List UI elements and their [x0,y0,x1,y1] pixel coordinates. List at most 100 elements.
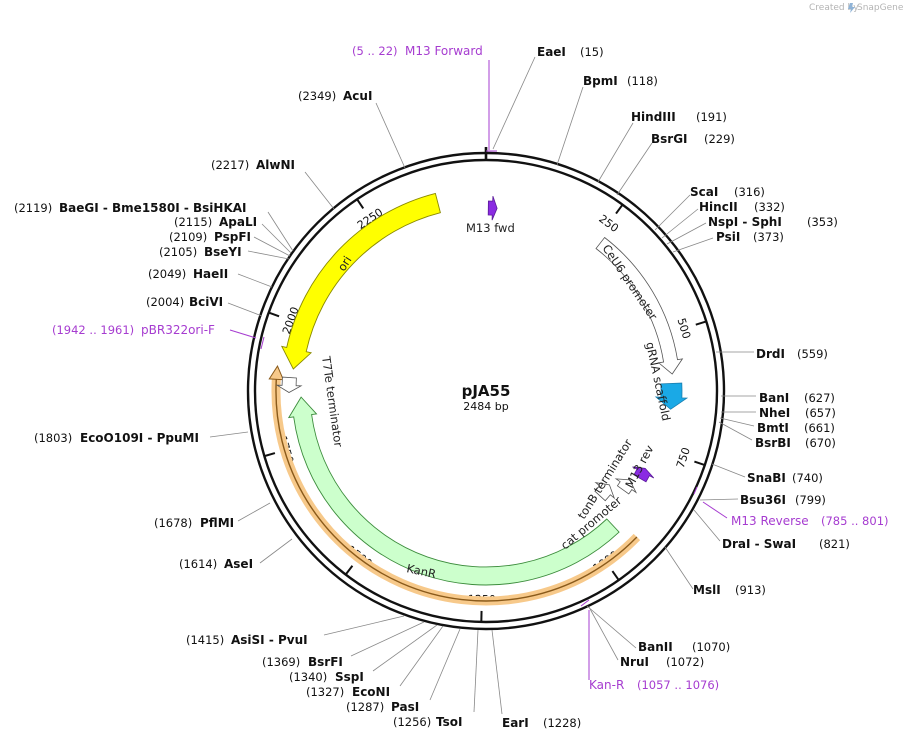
primer-kan-r-pos: (1057 .. 1076) [637,678,719,692]
enzyme-tsoi-name: TsoI [436,715,462,729]
plasmid-length: 2484 bp [463,400,508,413]
feature-label-m13-fwd: M13 fwd [466,221,515,235]
enzyme-acui-pos: (2349) [298,89,336,103]
tick-label: 500 [674,316,693,340]
tick-mark [344,565,354,576]
enzyme-bani-pos: (627) [804,391,835,405]
enzyme-eaei-pos: (15) [580,45,604,59]
primer-m13-forward-pos: (5 .. 22) [352,44,398,58]
primer-pbr322ori-f-pos: (1942 .. 1961) [52,323,134,337]
enzyme-eari-pos: (1228) [543,716,581,730]
enzyme-bsrgi-pos: (229) [704,132,735,146]
enzyme-nhei-pos: (657) [805,406,836,420]
enzyme-haeii-name: HaeII [193,267,228,281]
enzyme-bsu36i-pos: (799) [795,493,826,507]
enzyme-bpmi-name: BpmI [583,74,618,88]
tick-label: 750 [674,446,693,470]
tick-mark [268,311,280,318]
feature-label-kanr: KanR [405,561,437,581]
primer-m13-reverse-name: M13 Reverse [731,514,809,528]
enzyme-bsrgi-name: BsrGI [651,132,688,146]
restriction-sites: EaeI (15) BpmI (118) HindIII (191) BsrGI… [14,45,850,730]
enzyme-ecoo109i-ppumi-name: EcoO109I - PpuMI [80,431,199,445]
primer-m13-reverse-pos: (785 .. 801) [821,514,889,528]
enzyme-alwni-name: AlwNI [256,158,295,172]
enzyme-bmti-name: BmtI [757,421,789,435]
enzyme-hindiii-name: HindIII [631,110,676,124]
kanr-highlight-line [275,379,638,602]
enzyme-sspi-pos: (1340) [289,670,327,684]
enzyme-pspfi-pos: (2109) [169,230,207,244]
enzyme-bsrfi-name: BsrFI [308,655,343,669]
tick-mark [356,198,365,209]
enzyme-bcivi-pos: (2004) [146,295,184,309]
feature-label-t7te-terminator: T7Te terminator [319,354,346,448]
feature-grna-scaffold-arrow [654,382,689,410]
enzyme-bsrfi-pos: (1369) [262,655,300,669]
primer-m13-forward-name: M13 Forward [405,44,483,58]
enzyme-pflmi-name: PflMI [200,516,234,530]
feature-label-ori: ori [335,253,355,273]
enzyme-drdi-pos: (559) [797,347,828,361]
kanr-highlight-arrowhead [268,365,285,381]
feature-label-ceu6-promoter: CeU6 promoter [600,242,661,323]
enzyme-sspi-name: SspI [335,670,364,684]
watermark-prefix: Created by [809,3,859,13]
enzyme-psii-pos: (373) [753,230,784,244]
enzyme-apali-name: ApaLI [219,215,257,229]
enzyme-snabi-name: SnaBI [747,471,786,485]
enzyme-acui-name: AcuI [343,89,372,103]
enzyme-pspfi-name: PspFI [214,230,251,244]
enzyme-msli-pos: (913) [735,583,766,597]
enzyme-tsoi-pos: (1256) [393,715,431,729]
enzyme-drai-swai-name: DraI - SwaI [722,537,796,551]
feature-cat-promoter-arrow [594,481,616,502]
enzyme-banii-name: BanII [638,640,673,654]
enzyme-hincii-name: HincII [699,200,738,214]
enzyme-eari-name: EarI [502,716,529,730]
feature-m13-fwd-arrow [487,195,498,221]
enzyme-bseyi-name: BseYI [204,245,242,259]
enzyme-msli-name: MslI [693,583,721,597]
primer-m13-reverse-leader [693,486,728,519]
enzyme-asei-pos: (1614) [179,557,217,571]
enzyme-apali-pos: (2115) [174,215,212,229]
tick-label: 250 [596,212,621,235]
enzyme-pasi-pos: (1287) [346,700,384,714]
enzyme-ecoo109i-ppumi-pos: (1803) [34,431,72,445]
tick-mark [694,460,706,466]
enzyme-eaei-name: EaeI [537,45,566,59]
tick-mark [695,320,707,326]
feature-t7te-terminator-arrow [275,376,303,393]
feature-kanr-arrow [287,396,620,586]
enzyme-bmti-pos: (661) [804,421,835,435]
enzyme-asei-name: AseI [224,557,253,571]
enzyme-haeii-pos: (2049) [148,267,186,281]
enzyme-econi-pos: (1327) [306,685,344,699]
enzyme-baegi-pos: (2119) [14,201,52,215]
feature-ceu6-promoter-arrow [595,236,684,375]
enzyme-hincii-pos: (332) [754,200,785,214]
enzyme-bsrbi-pos: (670) [805,436,836,450]
enzyme-drai-swai-pos: (821) [819,537,850,551]
primer-kan-r-leader [580,599,590,680]
enzyme-asisi-pvui-pos: (1415) [186,633,224,647]
enzyme-nhei-name: NheI [759,406,790,420]
enzyme-bani-name: BanI [759,391,789,405]
enzyme-nspi-sphi-pos: (353) [807,215,838,229]
enzyme-baegi-name: BaeGI - Bme1580I - BsiHKAI [59,201,247,215]
enzyme-nspi-sphi-name: NspI - SphI [708,215,782,229]
backbone [246,147,726,631]
enzyme-nrui-name: NruI [620,655,649,669]
primer-pbr322ori-f-name: pBR322ori-F [141,323,215,337]
watermark-brand: SnapGene [857,3,904,13]
enzyme-drdi-name: DrdI [756,347,785,361]
enzyme-bcivi-name: BciVI [189,295,223,309]
enzyme-scai-pos: (316) [734,185,765,199]
enzyme-psii-name: PsiI [716,230,740,244]
enzyme-bpmi-pos: (118) [627,74,658,88]
tick-mark [264,452,276,458]
enzyme-bseyi-pos: (2105) [159,245,197,259]
enzyme-alwni-pos: (2217) [211,158,249,172]
